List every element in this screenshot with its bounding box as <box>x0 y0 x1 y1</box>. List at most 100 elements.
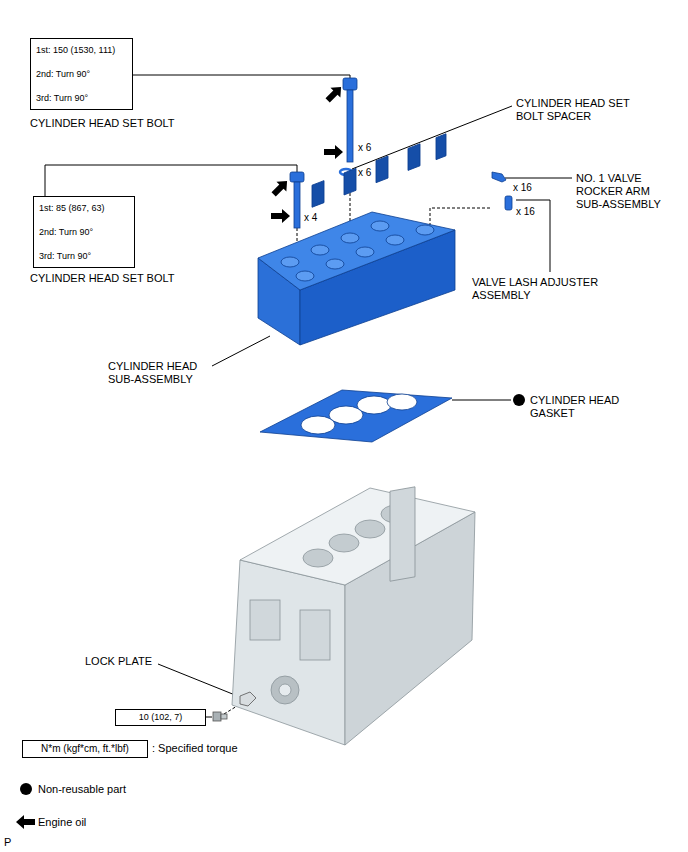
quantity-label: x 16 <box>513 181 532 194</box>
port <box>436 134 446 160</box>
bolt-shaft <box>294 182 300 228</box>
boss <box>250 600 280 640</box>
cylinder-block <box>232 487 475 745</box>
part-label: P <box>4 836 11 849</box>
bore <box>301 416 335 434</box>
oil-arrow-shape <box>16 815 35 829</box>
leader-line <box>45 165 297 196</box>
oil-arrow-shape <box>324 145 343 159</box>
oil-arrow <box>323 82 346 105</box>
leader-line <box>133 75 350 78</box>
oil-arrow <box>269 176 292 199</box>
torque-text: 3rd: Turn 90° <box>36 93 88 104</box>
legend-text: : Specified torque <box>152 742 238 755</box>
bore <box>329 534 359 552</box>
torque-box: 1st: 150 (1530, 111) 2nd: Turn 90° 3rd: Tu… <box>30 38 133 110</box>
oil-arrow-shape <box>271 209 290 223</box>
torque-box: 1st: 85 (867, 63) 2nd: Turn 90° 3rd: Turn … <box>33 196 135 268</box>
part-label: CYLINDER HEAD GASKET <box>530 394 630 420</box>
journal <box>356 247 374 257</box>
torque-box: 10 (102, 7) <box>115 709 206 726</box>
part-label: LOCK PLATE <box>85 655 152 668</box>
rib <box>390 487 415 581</box>
legend-text: Engine oil <box>38 816 86 829</box>
torque-text: 2nd: Turn 90° <box>36 69 90 80</box>
part-label: NO. 1 VALVE ROCKER ARM SUB-ASSEMBLY <box>576 172 668 211</box>
oil-arrow <box>324 145 343 159</box>
port <box>344 168 356 195</box>
part-label: CYLINDER HEAD SET BOLT <box>30 272 174 285</box>
bolt-shaft <box>347 90 353 162</box>
journal <box>416 225 434 235</box>
leader-line <box>352 106 512 169</box>
part-label: CYLINDER HEAD SET BOLT <box>30 117 174 130</box>
part-label: VALVE LASH ADJUSTER ASSEMBLY <box>472 276 600 302</box>
lock-plate-assembly <box>213 692 256 721</box>
lock-plate-bolt-head <box>213 712 221 721</box>
boss <box>300 610 330 660</box>
quantity-label: x 16 <box>516 205 535 218</box>
head-cam-journals <box>281 221 434 281</box>
torque-text: 10 (102, 7) <box>139 712 183 723</box>
rocker-arm <box>492 172 506 182</box>
bolt-head <box>290 172 304 182</box>
port <box>312 181 324 208</box>
lash-adjuster <box>505 196 512 210</box>
torque-text: 2nd: Turn 90° <box>39 227 93 238</box>
set-bolts <box>290 78 512 228</box>
torque-text: 3rd: Turn 90° <box>39 251 91 262</box>
journal <box>281 257 299 267</box>
oil-arrow-shape <box>269 176 292 199</box>
block-top-face <box>240 488 475 585</box>
leader-line <box>505 178 572 179</box>
lock-plate <box>240 692 256 706</box>
lock-plate-bolt-shaft <box>221 714 227 719</box>
leader-line <box>158 664 240 697</box>
oil-arrow <box>16 815 35 829</box>
leader-line <box>212 336 270 366</box>
torque-box: N*m (kgf*cm, ft.*lbf) <box>22 740 148 758</box>
non-reusable-mark <box>20 783 32 795</box>
torque-text: 1st: 150 (1530, 111) <box>36 45 115 56</box>
quantity-label: x 6 <box>358 141 371 154</box>
port <box>376 156 388 183</box>
quantity-label: x 6 <box>358 166 371 179</box>
oil-arrow <box>271 209 290 223</box>
leader-line <box>452 400 511 401</box>
gasket-bores <box>301 394 417 434</box>
part-label: CYLINDER HEAD SET BOLT SPACER <box>516 97 641 123</box>
journal <box>326 259 344 269</box>
leader-line <box>516 200 550 272</box>
torque-text: N*m (kgf*cm, ft.*lbf) <box>41 743 129 755</box>
leader-lines <box>45 75 572 717</box>
journal <box>296 271 314 281</box>
bolt-head <box>343 78 357 90</box>
gasket-plate <box>260 390 452 442</box>
oil-arrow-shape <box>323 82 346 105</box>
bore <box>357 396 391 414</box>
block-details <box>250 487 415 704</box>
bore <box>355 520 385 538</box>
cylinder-head-gasket <box>260 390 525 442</box>
journal <box>371 221 389 231</box>
oil-arrows <box>16 82 346 829</box>
leader-line <box>206 717 212 718</box>
crank-nose <box>271 676 299 704</box>
journal <box>341 233 359 243</box>
bore <box>387 394 417 410</box>
journal <box>311 245 329 255</box>
non-reusable-mark <box>513 394 525 406</box>
bore <box>303 549 333 567</box>
block-front-face <box>232 560 345 745</box>
crank-nose-center <box>279 684 291 696</box>
head-top-face <box>258 212 455 290</box>
cylinder-head <box>258 134 455 345</box>
port <box>408 144 420 171</box>
torque-text: 1st: 85 (867, 63) <box>39 203 105 214</box>
legend-text: Non-reusable part <box>38 783 126 796</box>
bore <box>329 406 363 424</box>
part-label: CYLINDER HEAD SUB-ASSEMBLY <box>108 360 208 386</box>
journal <box>386 235 404 245</box>
head-ports <box>312 134 446 207</box>
quantity-label: x 4 <box>304 211 317 224</box>
